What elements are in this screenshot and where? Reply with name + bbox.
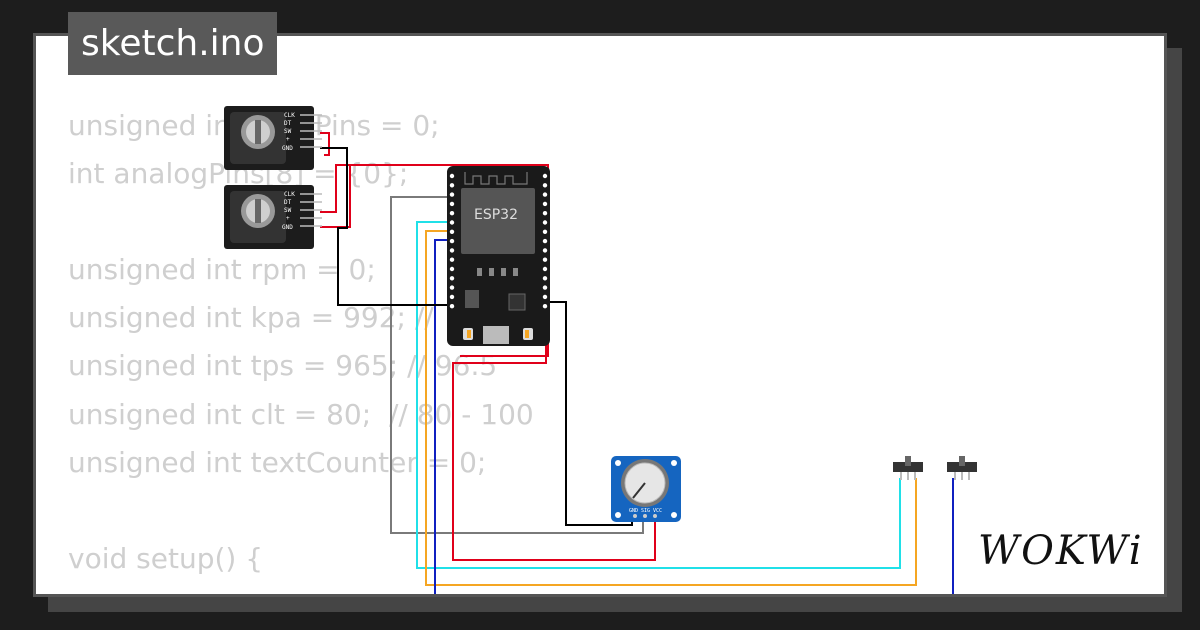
wire-red-top bbox=[320, 132, 330, 156]
wire-orange bbox=[425, 230, 917, 586]
rotary-encoder-1[interactable]: CLK DT SW + GND bbox=[224, 106, 322, 170]
esp32-pin bbox=[449, 173, 455, 179]
esp32-board[interactable]: ESP32 bbox=[447, 166, 550, 346]
esp32-pin bbox=[449, 285, 455, 290]
encoder-pin-label: CLK bbox=[284, 191, 295, 198]
wire-black-pot bbox=[540, 301, 633, 526]
code-line: unsigned int textCounter = 0; bbox=[68, 445, 487, 479]
slide-switch-icon bbox=[893, 456, 923, 480]
esp32-pin bbox=[542, 257, 548, 262]
slide-switch-2[interactable] bbox=[947, 456, 977, 480]
slide-switch-icon bbox=[947, 456, 977, 480]
esp32-pin bbox=[542, 183, 548, 188]
wire-gray bbox=[390, 196, 644, 534]
esp32-pin bbox=[542, 229, 548, 234]
wire-cyan bbox=[416, 221, 901, 569]
code-line: unsigned int rpm = 0; bbox=[68, 253, 376, 287]
esp32-pin bbox=[449, 294, 455, 300]
esp32-pin bbox=[449, 257, 455, 262]
esp32-pin bbox=[449, 192, 455, 197]
encoder-pin-label: + bbox=[286, 136, 290, 143]
encoder-pin-label: DT bbox=[284, 199, 292, 206]
esp32-pin bbox=[542, 211, 548, 216]
sketch-title: sketch.ino bbox=[68, 12, 278, 75]
esp32-pin bbox=[542, 173, 548, 179]
rotary-encoder-2[interactable]: CLK DT SW + GND bbox=[224, 185, 322, 249]
preview-card: unsigned int totalPins = 0;int analogPin… bbox=[33, 33, 1167, 597]
esp32-pin bbox=[449, 266, 455, 272]
esp32-pin bbox=[542, 201, 548, 207]
code-line: unsigned int kpa = 992; // bbox=[68, 301, 434, 335]
esp32-pin bbox=[542, 248, 548, 253]
esp32-pin bbox=[449, 248, 455, 253]
esp32-chip-label: ESP32 bbox=[474, 207, 518, 223]
encoder-pin-label: CLK bbox=[284, 112, 295, 119]
wire-red-pot bbox=[452, 311, 656, 561]
esp32-pin bbox=[542, 238, 548, 244]
esp32-pin bbox=[449, 211, 455, 216]
esp32-pin bbox=[542, 192, 548, 197]
wire-red-lower bbox=[320, 165, 351, 228]
esp32-pin bbox=[449, 201, 455, 207]
rotary-encoder-icon bbox=[241, 115, 275, 149]
wire-red-main bbox=[320, 164, 549, 357]
encoder-pin-label: DT bbox=[284, 120, 292, 127]
potentiometer[interactable]: GND SIG VCC bbox=[611, 456, 681, 522]
esp32-pin bbox=[449, 276, 455, 281]
pot-pin-label: GND bbox=[629, 508, 638, 514]
esp32-pin bbox=[449, 220, 455, 225]
esp32-pin bbox=[542, 294, 548, 300]
wokwi-logo: WOKWi bbox=[978, 528, 1144, 574]
encoder-pin-label: SW bbox=[284, 128, 292, 135]
encoder-pin-label: + bbox=[286, 215, 290, 222]
pot-pin-label: VCC bbox=[653, 508, 662, 514]
esp32-pin bbox=[542, 220, 548, 225]
wire-blue bbox=[434, 239, 452, 594]
esp32-pin bbox=[542, 304, 548, 309]
encoder-pin-label: GND bbox=[282, 224, 293, 231]
esp32-pin bbox=[542, 266, 548, 272]
pot-pin-label: SIG bbox=[641, 508, 650, 514]
esp32-pin bbox=[449, 304, 455, 309]
esp32-pin bbox=[542, 285, 548, 290]
esp32-pin bbox=[449, 183, 455, 188]
potentiometer-icon bbox=[621, 459, 669, 507]
rotary-encoder-icon bbox=[241, 194, 275, 228]
esp32-pin bbox=[542, 276, 548, 281]
code-line: unsigned int clt = 80; // 80 - 100 bbox=[68, 397, 534, 431]
code-line: void setup() { bbox=[68, 541, 264, 575]
slide-switch-1[interactable] bbox=[893, 456, 923, 480]
wire-black-gnd bbox=[320, 147, 452, 306]
encoder-pin-label: SW bbox=[284, 207, 292, 214]
encoder-pin-label: GND bbox=[282, 145, 293, 152]
esp32-pin bbox=[449, 229, 455, 234]
esp32-pin bbox=[449, 238, 455, 244]
code-line: Serial.begin(11 bbox=[68, 583, 534, 594]
